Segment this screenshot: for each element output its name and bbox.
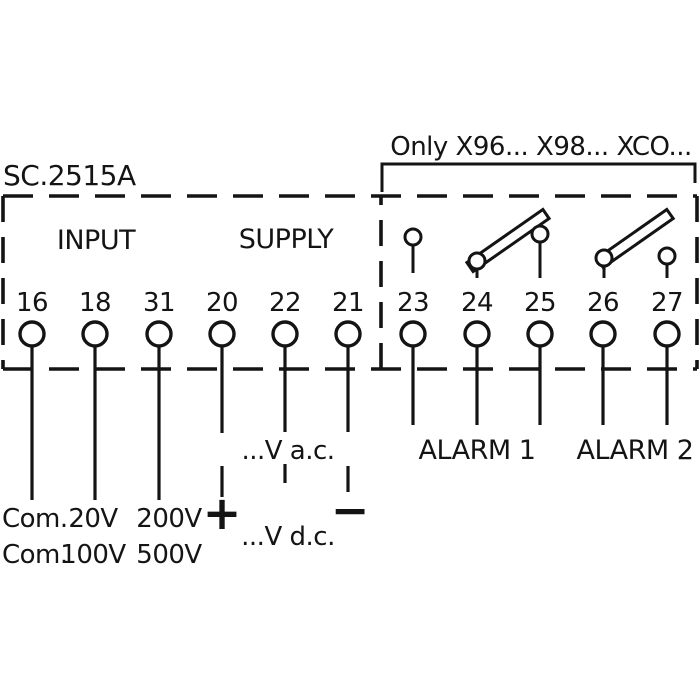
applicability-note: Only X96... X98... XCO... xyxy=(390,132,692,162)
terminal-number-24: 24 xyxy=(461,288,493,318)
contact-circle-25 xyxy=(530,224,550,244)
terminal-circle-31 xyxy=(145,320,173,348)
ac-voltage-label: ...V a.c. xyxy=(241,436,334,466)
alarm-relay-symbols xyxy=(403,207,677,278)
plus-symbol: + xyxy=(203,486,242,540)
terminal-circle-24 xyxy=(463,320,491,348)
minus-symbol: − xyxy=(331,483,370,537)
terminal-circle-26 xyxy=(589,320,617,348)
terminal-circle-20 xyxy=(208,320,236,348)
terminal-circle-23 xyxy=(399,320,427,348)
range-label-20v: 20V xyxy=(68,504,118,534)
terminal-leads xyxy=(30,346,669,500)
terminal-number-23: 23 xyxy=(397,288,429,318)
terminal-circle-21 xyxy=(334,320,362,348)
terminal-number-27: 27 xyxy=(651,288,683,318)
contact-circle-23 xyxy=(403,227,423,247)
terminal-number-31: 31 xyxy=(143,288,175,318)
terminal-circle-25 xyxy=(526,320,554,348)
terminal-number-16: 16 xyxy=(16,288,48,318)
terminal-circles xyxy=(18,320,681,348)
alarm2-label: ALARM 2 xyxy=(577,435,694,466)
terminal-circle-22 xyxy=(271,320,299,348)
contact-circle-27 xyxy=(657,246,677,266)
contact-circle-24 xyxy=(467,251,487,271)
section-label-supply: SUPPLY xyxy=(239,224,334,255)
terminal-number-18: 18 xyxy=(79,288,111,318)
input-range-labels: Com. Com. 20V 100V 200V 500V xyxy=(2,504,203,570)
range-label-500v: 500V xyxy=(136,540,202,570)
alarm-option-bracket xyxy=(380,162,697,192)
terminal-circle-27 xyxy=(653,320,681,348)
terminal-number-26: 26 xyxy=(587,288,619,318)
terminal-number-21: 21 xyxy=(332,288,364,318)
section-label-input: INPUT xyxy=(57,225,136,256)
alarm1-label: ALARM 1 xyxy=(419,435,536,466)
terminal-circle-18 xyxy=(81,320,109,348)
contact-circle-26 xyxy=(594,248,614,268)
model-label: SC.2515A xyxy=(3,159,136,192)
range-label-100v: 100V xyxy=(60,540,126,570)
terminal-number-22: 22 xyxy=(269,288,301,318)
range-label-com-bottom: Com. xyxy=(2,540,68,570)
range-label-com-top: Com. xyxy=(2,504,68,534)
enclosure-border xyxy=(1,194,699,371)
terminal-number-25: 25 xyxy=(524,288,556,318)
range-label-200v: 200V xyxy=(136,504,202,534)
terminal-circle-16 xyxy=(18,320,46,348)
dc-voltage-label: ...V d.c. xyxy=(241,522,335,552)
terminal-numbers: 16 18 31 20 22 21 23 24 25 26 27 xyxy=(16,288,684,318)
terminal-number-20: 20 xyxy=(206,288,238,318)
